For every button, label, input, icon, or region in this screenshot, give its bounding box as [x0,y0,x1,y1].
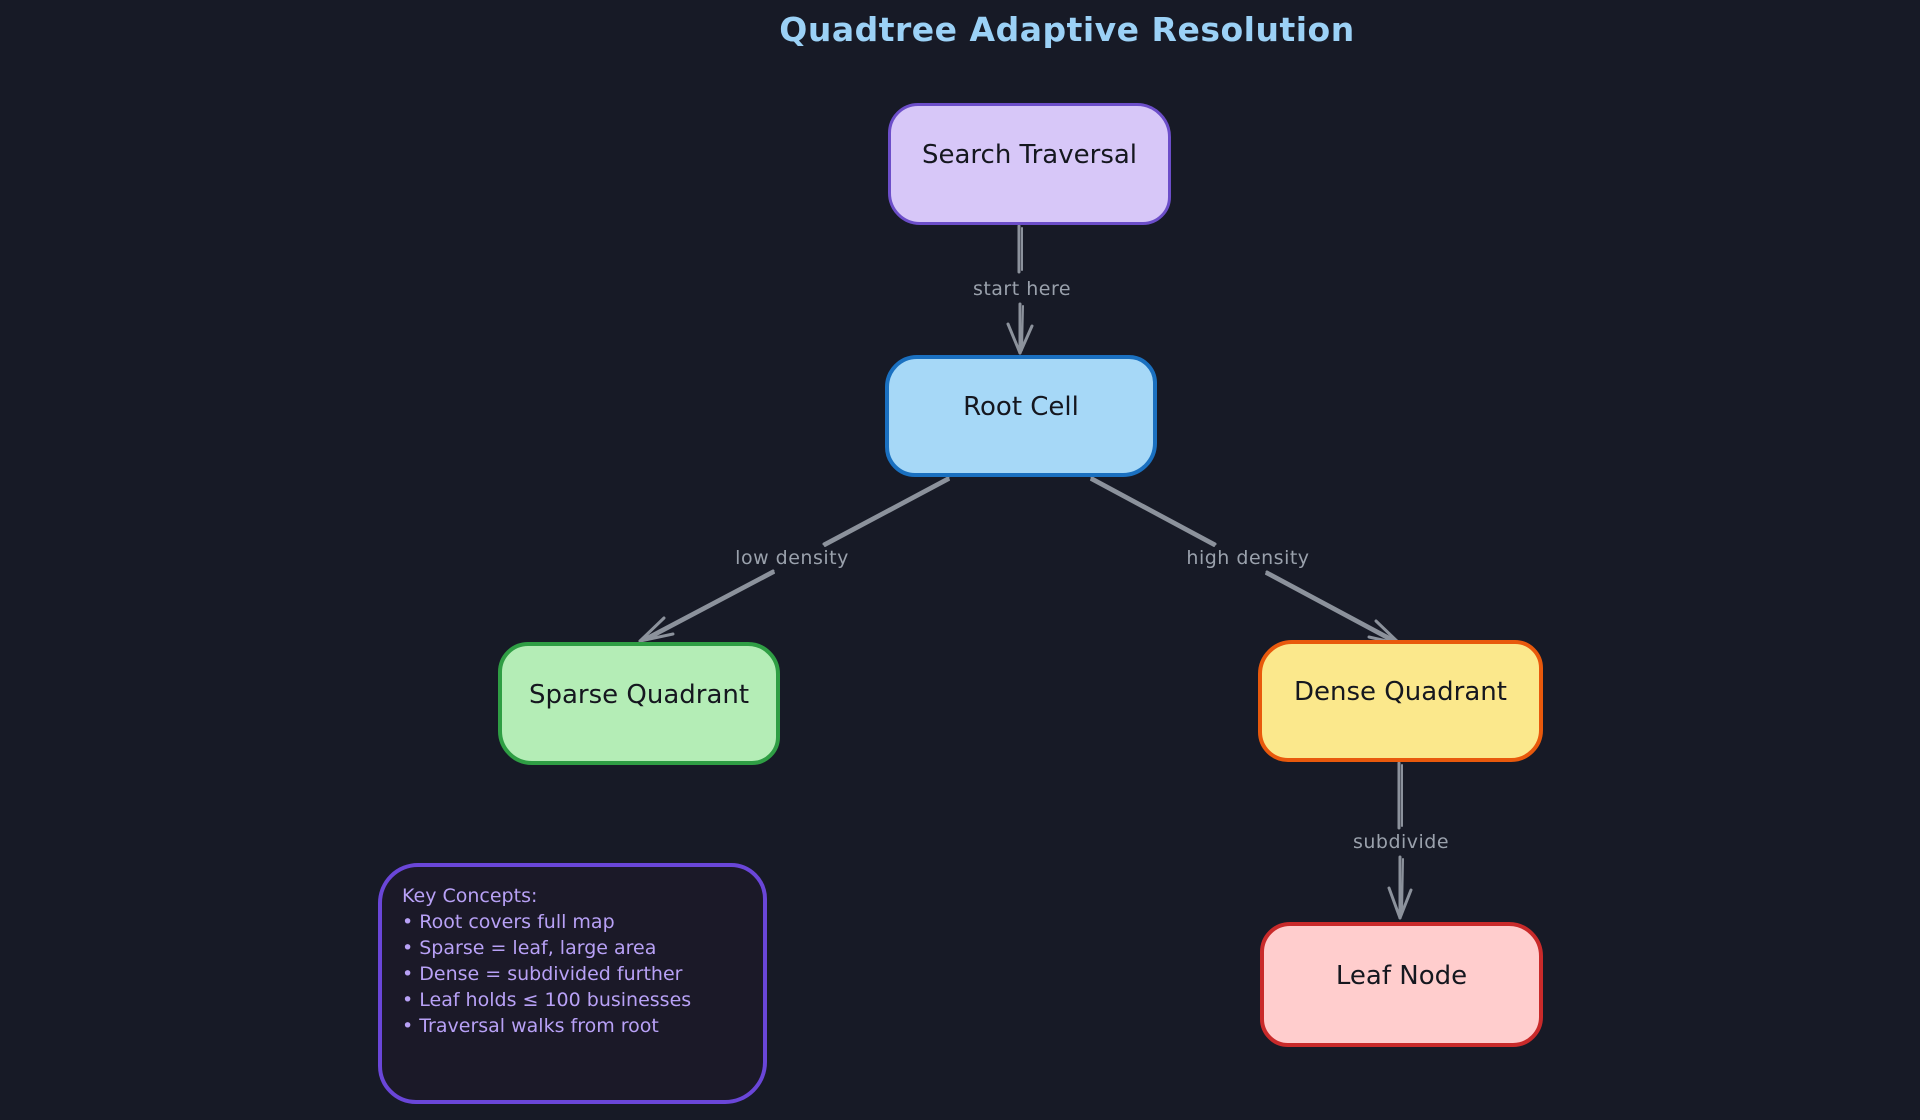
node-search-traversal: Search Traversal [888,103,1171,225]
key-concepts-heading: Key Concepts: [402,885,538,907]
key-concept-item: • Leaf holds ≤ 100 businesses [402,989,692,1011]
key-concept-item: • Dense = subdivided further [402,963,683,985]
edge-label-start-here: start here [972,278,1072,300]
diagram-title: Quadtree Adaptive Resolution [779,10,1355,49]
edge-label-subdivide: subdivide [1352,831,1450,853]
edge-label-high-density: high density [1186,547,1310,569]
node-label: Dense Quadrant [1294,677,1507,707]
node-leaf-node: Leaf Node [1260,922,1543,1047]
key-concept-item: • Sparse = leaf, large area [402,937,657,959]
node-label: Sparse Quadrant [528,679,750,710]
key-concept-item: • Root covers full map [402,911,615,933]
key-concept-item: • Traversal walks from root [402,1015,659,1037]
node-label: Root Cell [963,392,1079,422]
node-label: Leaf Node [1335,960,1468,991]
node-dense-quadrant: Dense Quadrant [1258,640,1543,762]
edge-label-low-density: low density [735,547,849,569]
key-concepts-note: Key Concepts: • Root covers full map • S… [378,863,767,1104]
node-root-cell: Root Cell [885,355,1157,477]
node-sparse-quadrant: Sparse Quadrant [498,642,780,765]
node-label: Search Traversal [921,140,1138,170]
